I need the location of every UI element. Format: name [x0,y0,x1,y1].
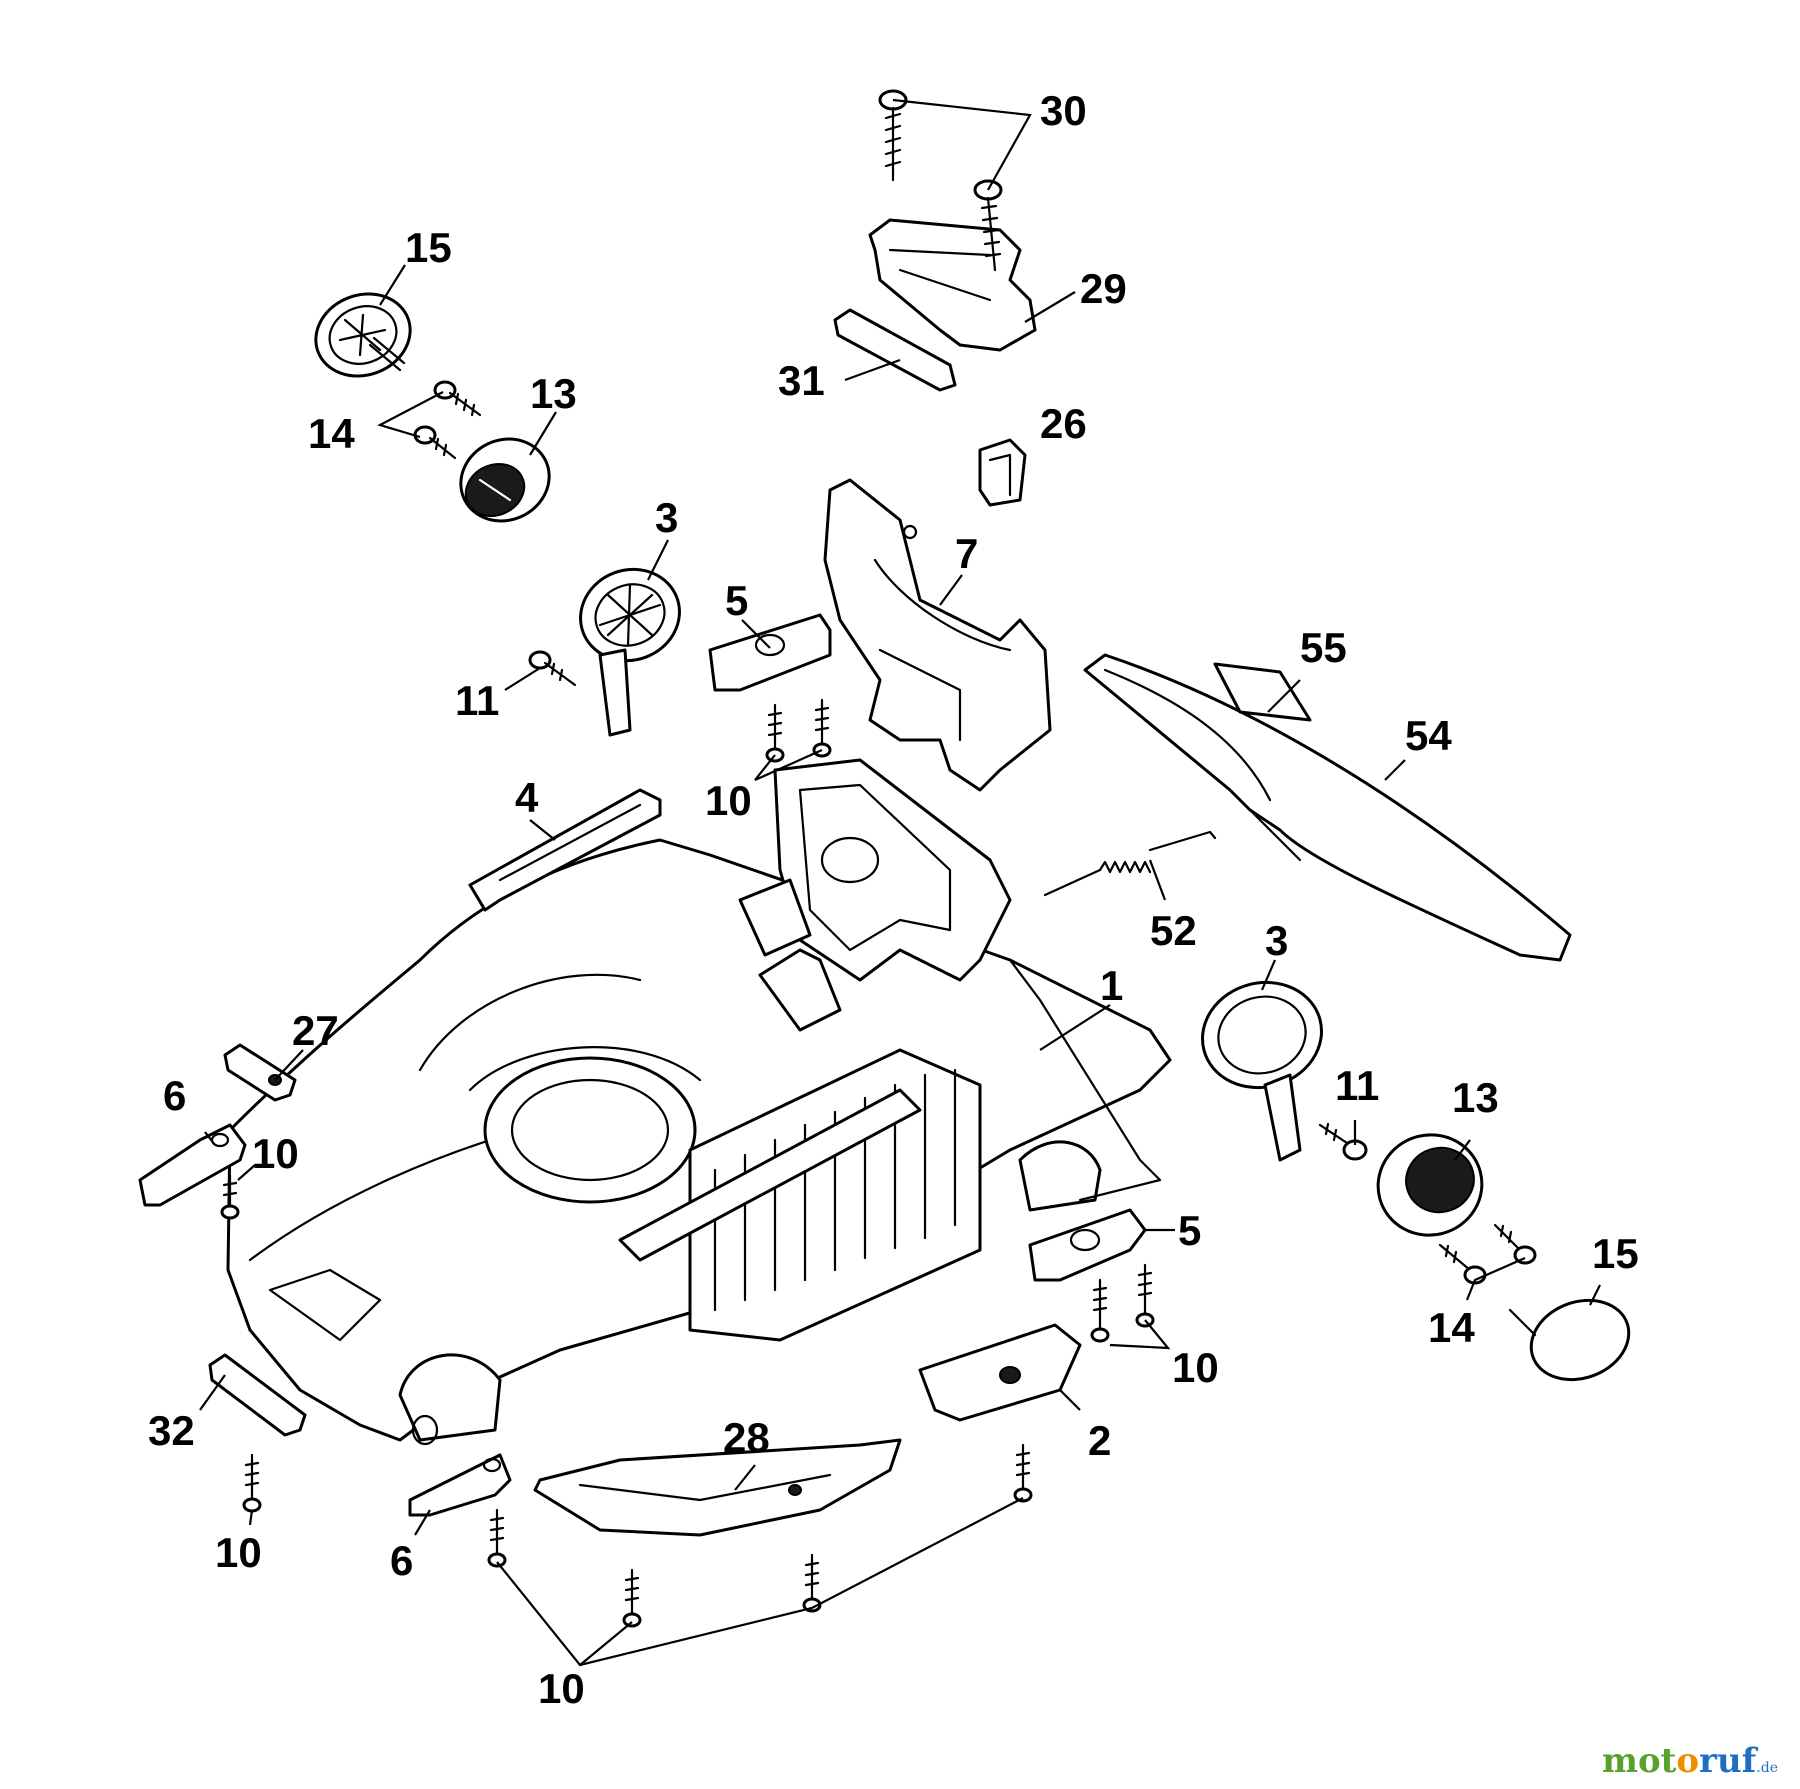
screw-part-10-bottom-d [1013,1443,1033,1503]
screw-part-14-right-b [1493,1223,1537,1265]
callout-10-mid: 10 [1172,1344,1219,1391]
callout-labels: 30 15 29 13 14 31 26 3 7 5 55 11 54 4 10… [148,87,1639,1712]
wheel-part-3-left [579,567,681,737]
wheel-part-13-right [1376,1133,1484,1237]
callout-13-right: 13 [1452,1074,1499,1121]
callout-11-left: 11 [455,677,499,724]
callout-54: 54 [1405,712,1452,759]
cover-part-2 [918,1323,1082,1422]
callout-15-right: 15 [1592,1230,1639,1277]
part-32 [208,1353,307,1437]
callout-5-lower: 5 [1178,1207,1201,1254]
rear-flap-part-7 [823,478,1052,792]
callout-10-upper: 10 [705,777,752,824]
clip-part-26 [978,438,1027,507]
screw-part-10-upper-a [765,703,785,763]
watermark-part-a: mot [1601,1741,1677,1781]
callout-26: 26 [1040,400,1087,447]
wheel-cover-part-15-left [314,292,412,378]
bracket-part-5-lower [1028,1208,1147,1282]
callout-5-upper: 5 [725,577,748,624]
spring-part-52 [1043,830,1217,897]
callout-4: 4 [515,774,539,821]
callout-13-left: 13 [530,370,577,417]
rear-chute-frame [738,758,1012,982]
handle-top-part-29 [868,218,1037,352]
screw-part-14-right-a [1438,1243,1487,1285]
screw-part-11-right [1318,1122,1368,1161]
callout-29: 29 [1080,265,1127,312]
callout-14-right: 14 [1428,1304,1475,1351]
bag-handle-part-54 [1083,653,1572,962]
callout-6-lower: 6 [390,1537,413,1584]
cover-part-4 [468,788,662,912]
screw-part-30-upper [878,89,908,182]
wheel-cover-part-15-right [1508,1298,1631,1382]
screw-part-10-bottom-b [622,1568,642,1628]
callout-28: 28 [723,1414,770,1461]
callout-1: 1 [1100,962,1123,1009]
callout-2: 2 [1088,1417,1111,1464]
callout-31: 31 [778,357,825,404]
callout-3-left: 3 [655,494,678,541]
watermark-part-c: ruf [1699,1741,1757,1781]
callout-27: 27 [292,1007,339,1054]
screw-part-14-left-a [433,380,482,417]
screw-part-11-left [528,650,577,687]
watermark-suffix: .de [1756,1760,1778,1776]
callout-3-right: 3 [1265,917,1288,964]
label-part-55 [1213,662,1312,722]
screw-part-10-left-lower [242,1453,262,1513]
screw-part-10-upper-b [812,698,832,758]
leader-lines [199,98,1601,1667]
screw-part-10-mid-b [1135,1263,1155,1328]
screw-part-14-left-b [413,425,457,460]
wheel-part-3-right [1201,980,1323,1162]
screw-part-10-bottom-a [487,1508,507,1568]
wheel-part-13-left [459,437,551,523]
callout-55: 55 [1300,624,1347,671]
screw-part-10-bottom-c [802,1553,822,1613]
part-27 [223,1043,297,1102]
grip-part-31 [833,308,957,392]
cable-wire [1008,958,1162,1202]
callout-10-bottom: 10 [538,1665,585,1712]
screw-part-10-mid-a [1090,1278,1110,1343]
motoruf-watermark: motoruf.de [1602,1741,1778,1781]
skid-plate-part-28 [533,1438,902,1537]
callout-10-left-lower: 10 [215,1529,262,1576]
callout-10-left-upper: 10 [252,1130,299,1177]
callout-14-left: 14 [308,410,355,457]
watermark-part-b: o [1676,1741,1700,1781]
callout-52: 52 [1150,907,1197,954]
callout-11-right: 11 [1335,1062,1379,1109]
callout-32: 32 [148,1407,195,1454]
bracket-part-5-upper [708,613,832,692]
callout-15-left: 15 [405,224,452,271]
callout-7: 7 [955,530,978,577]
callout-6-upper: 6 [163,1072,186,1119]
callout-30: 30 [1040,87,1087,134]
deck-housing-part-1 [226,838,1172,1446]
screw-part-10-left-upper [220,1173,240,1220]
bracket-part-6-lower [408,1453,512,1517]
